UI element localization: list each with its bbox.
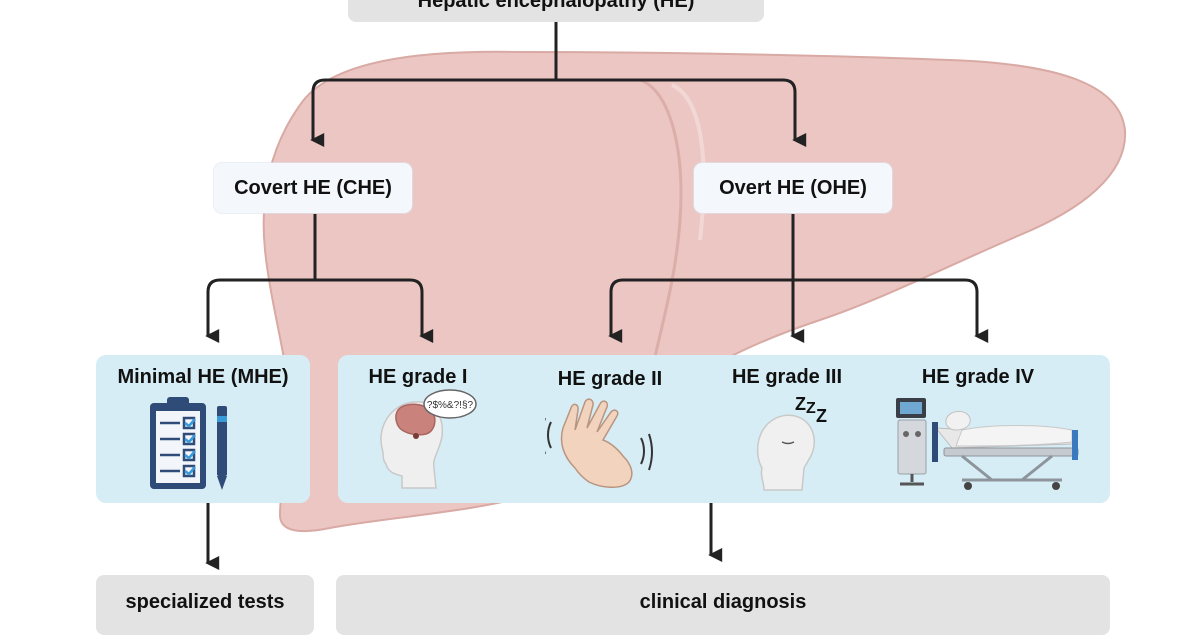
overt-he-box: Overt HE (OHE) <box>694 163 892 213</box>
thought-bubble-icon: ?$%&?!§? <box>423 389 477 419</box>
clipboard-checklist-icon <box>150 397 206 489</box>
title-text: Hepatic encephalopathy (HE) <box>417 0 695 12</box>
diagram-canvas: Hepatic encephalopathy (HE) Covert HE (C… <box>96 0 1127 635</box>
grade-1-label: HE grade I <box>368 366 468 388</box>
covert-he-box: Covert HE (CHE) <box>214 163 412 213</box>
clinical-diagnosis-label: clinical diagnosis <box>639 591 807 613</box>
hospital-bed-patient-icon <box>932 411 1079 490</box>
mhe-label: Minimal HE (MHE) <box>117 366 289 388</box>
trembling-hand-icon <box>545 398 653 488</box>
diagram-svg <box>205 22 1127 570</box>
sleep-symbol-2: Z <box>806 400 816 417</box>
sleep-symbol-1: Z <box>795 394 806 414</box>
sleep-symbol-3: Z <box>816 406 827 426</box>
clinical-diagnosis-box: clinical diagnosis <box>336 575 1110 635</box>
covert-he-label: Covert HE (CHE) <box>234 176 392 199</box>
pen-icon <box>217 406 227 490</box>
connector-lines <box>205 22 989 570</box>
confusion-symbols-text: ?$%&?!§? <box>427 400 474 411</box>
specialized-tests-box: specialized tests <box>96 575 314 635</box>
grade-2-label: HE grade II <box>557 368 663 390</box>
sleeping-head-icon <box>756 414 816 491</box>
overt-he-label: Overt HE (OHE) <box>719 176 867 199</box>
grade-4-label: HE grade IV <box>921 366 1035 388</box>
ventilator-icon <box>896 398 927 486</box>
specialized-tests-label: specialized tests <box>125 591 285 613</box>
grade-3-label: HE grade III <box>731 366 843 388</box>
head-brain-icon <box>380 401 444 489</box>
title-box: Hepatic encephalopathy (HE) <box>348 0 764 22</box>
